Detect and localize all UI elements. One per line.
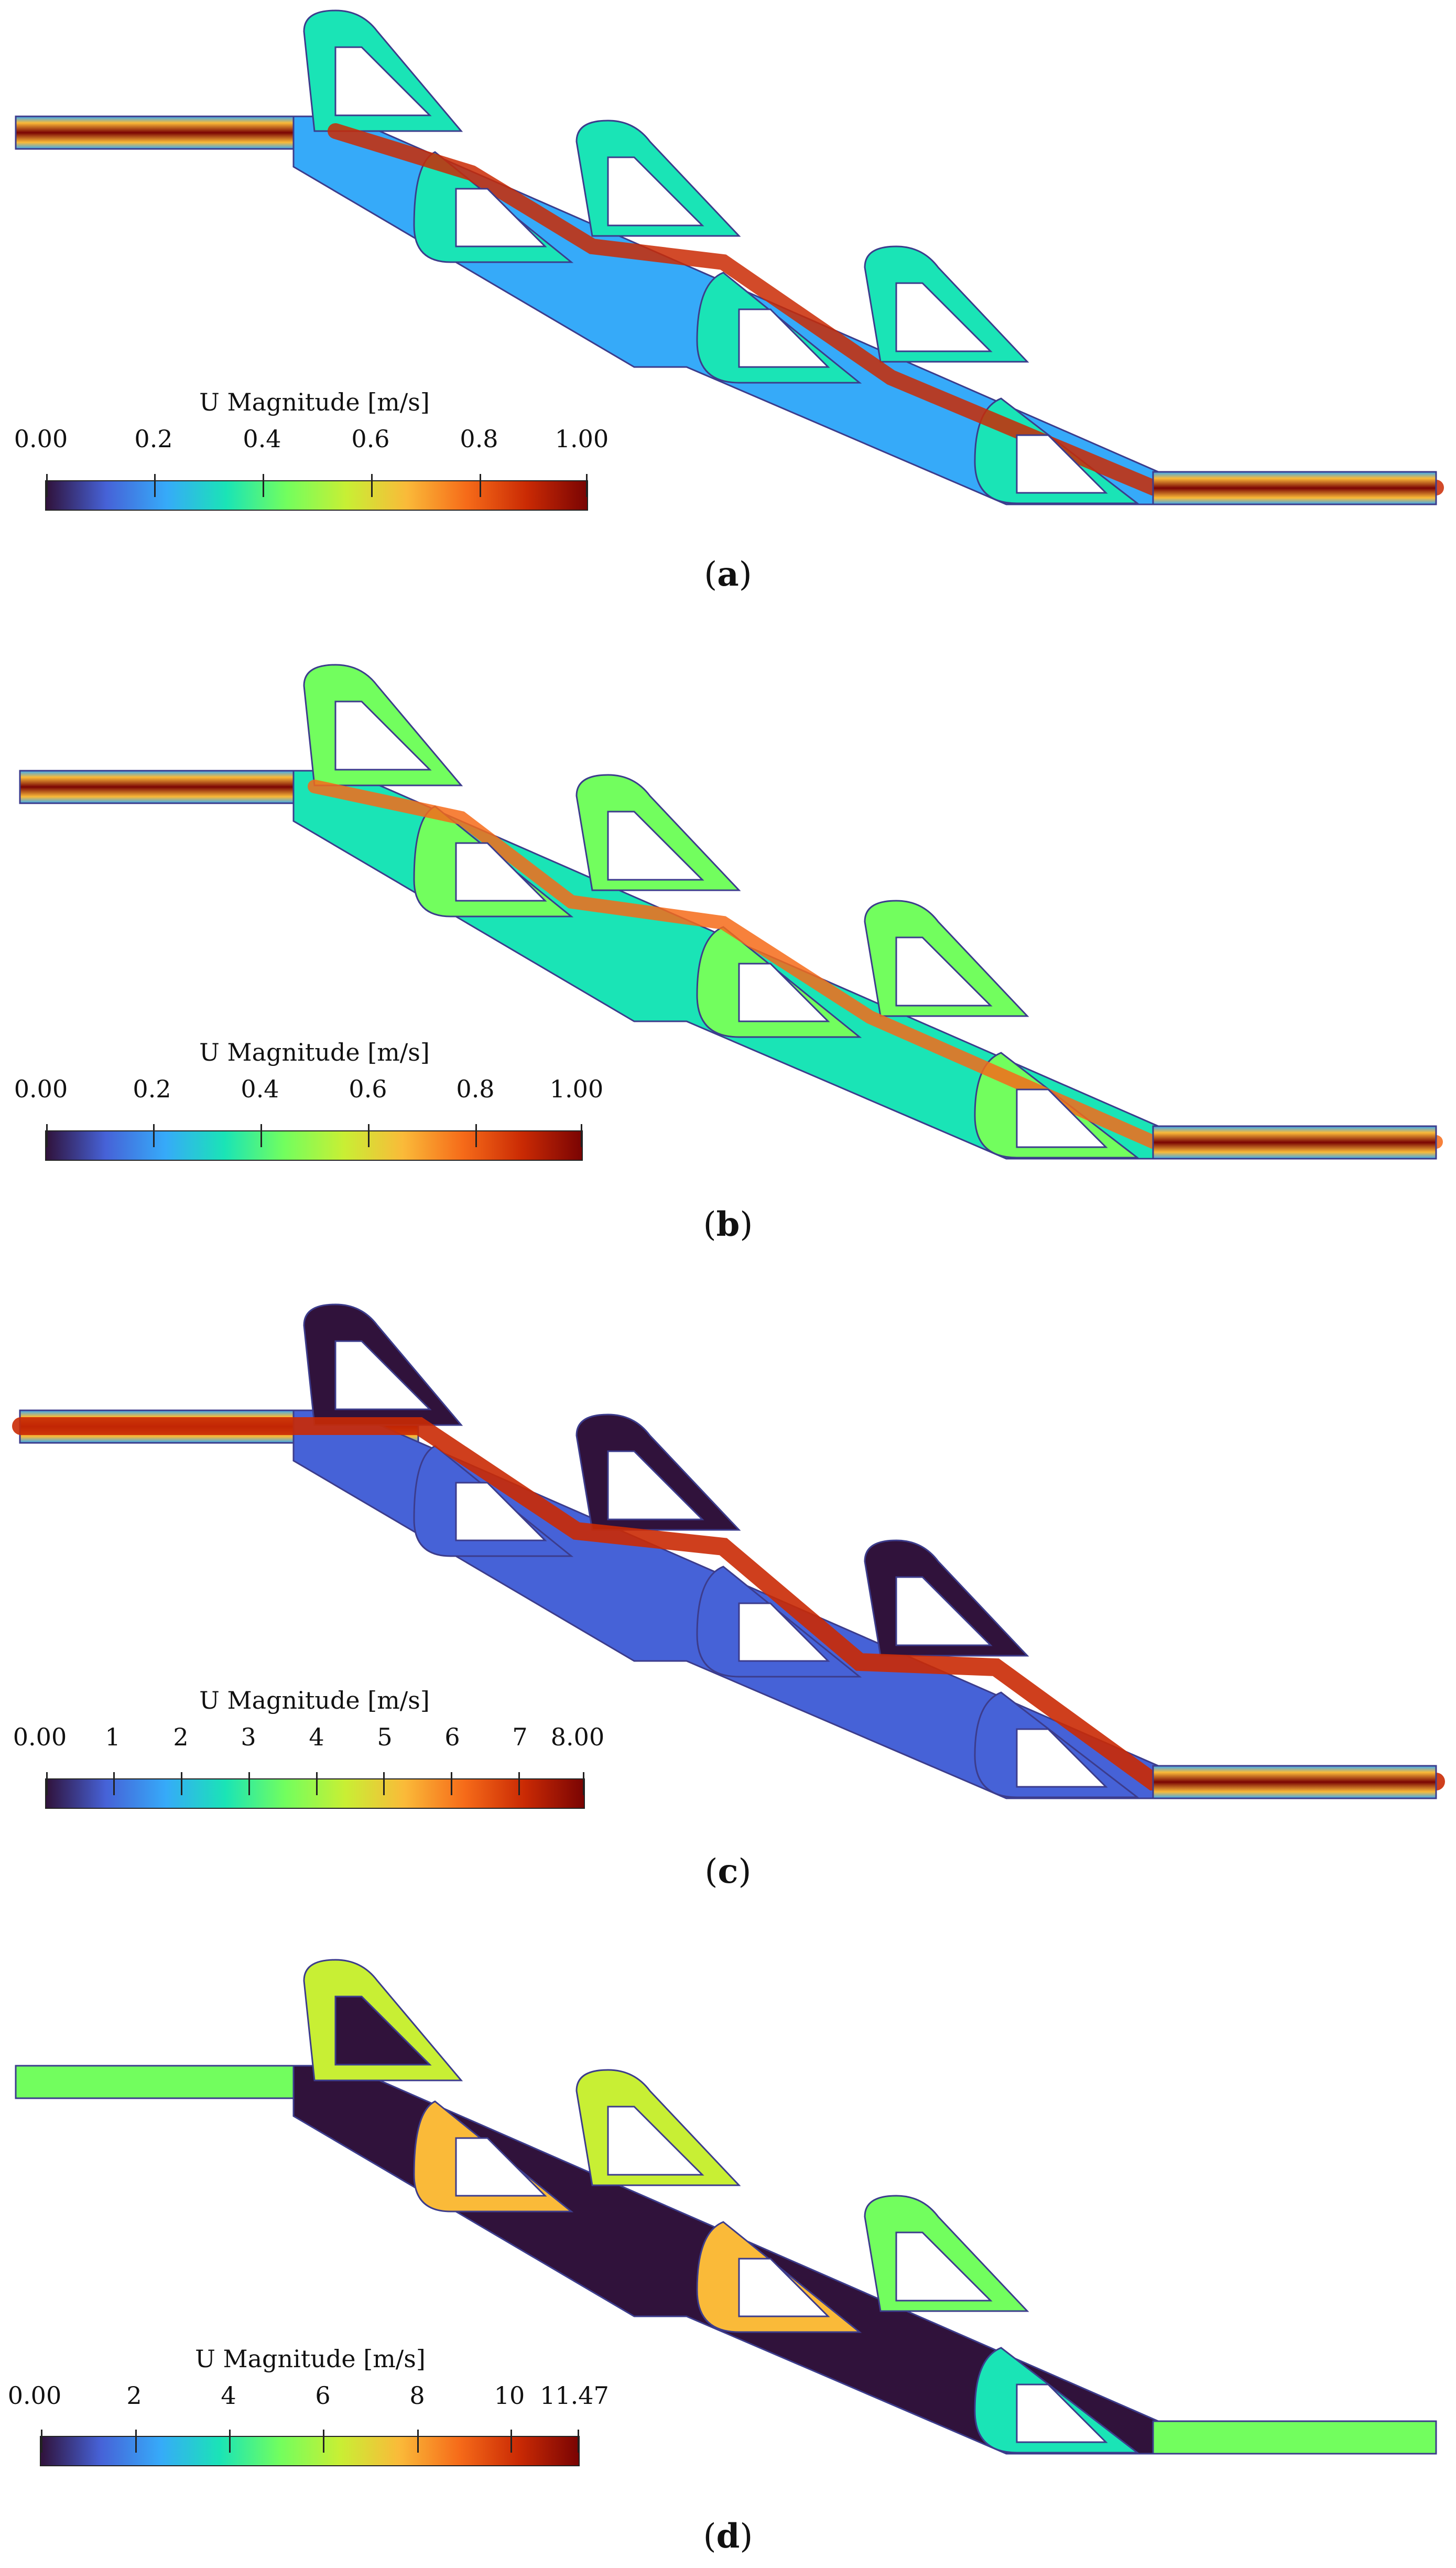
- colorbar-tick-label: 10: [494, 2381, 525, 2410]
- colorbar-tick-label: 0.2: [134, 425, 173, 453]
- channel-geometry: [12, 1303, 1445, 1799]
- channel-geometry: [15, 1959, 1437, 2455]
- panel-caption: (d): [703, 2517, 753, 2556]
- colorbar-tick-label: 2: [126, 2381, 142, 2410]
- panel-caption: (a): [704, 555, 752, 594]
- colorbar-tick-label: 0.2: [133, 1075, 171, 1103]
- channel-geometry: [15, 9, 1444, 505]
- colorbar-tick-label: 6: [315, 2381, 331, 2410]
- colorbar-title: U Magnitude [m/s]: [199, 1038, 430, 1066]
- colorbar-tick-label: 0.00: [14, 425, 68, 453]
- colorbar: [45, 474, 588, 511]
- colorbar-tick-label: 0.4: [243, 425, 281, 453]
- colorbar-title: U Magnitude [m/s]: [199, 1686, 430, 1714]
- colorbar-tick-label: 1.00: [555, 425, 609, 453]
- colorbar-tick-label: 1.00: [549, 1075, 604, 1103]
- colorbar-title: U Magnitude [m/s]: [199, 388, 430, 416]
- colorbar-tick-label: 3: [241, 1723, 256, 1751]
- colorbar-tick-label: 0.00: [13, 1723, 67, 1751]
- channel-geometry: [19, 664, 1443, 1160]
- velocity-field-d: [15, 1959, 1437, 2455]
- figure-panel-b: U Magnitude [m/s] 0.00 0.2 0.4 0.6 0.8 1…: [0, 650, 1456, 1300]
- panel-caption: (b): [703, 1205, 753, 1244]
- velocity-field-b: [19, 664, 1443, 1160]
- colorbar-tick-label: 5: [377, 1723, 393, 1751]
- colorbar-tick-label: 0.8: [456, 1075, 495, 1103]
- colorbar-tick-label: 0.6: [351, 425, 390, 453]
- colorbar: [45, 1772, 585, 1809]
- colorbar-tick-label: 4: [221, 2381, 236, 2410]
- colorbar-tick-label: 6: [444, 1723, 460, 1751]
- colorbar-tick-label: 4: [309, 1723, 324, 1751]
- velocity-field-c: [12, 1303, 1445, 1799]
- colorbar-tick-label: 7: [512, 1723, 528, 1751]
- colorbar-tick-label: 0.6: [349, 1075, 387, 1103]
- colorbar: [40, 2430, 580, 2466]
- figure-panel-a: U Magnitude [m/s] 0.00 0.2 0.4 0.6 0.8 1…: [0, 0, 1456, 650]
- colorbar-tick-label: 0.8: [460, 425, 498, 453]
- figure-panel-d: U Magnitude [m/s] 0.00 2 4 6 8 10 11.47 …: [0, 1950, 1456, 2568]
- colorbar-tick-label: 0.00: [14, 1075, 68, 1103]
- colorbar-tick-label: 8.00: [550, 1723, 605, 1751]
- panel-caption: (c): [704, 1852, 752, 1891]
- colorbar: [45, 1124, 583, 1161]
- velocity-field-a: [15, 9, 1444, 505]
- colorbar-tick-label: 1: [105, 1723, 121, 1751]
- colorbar-tick-label: 0.4: [241, 1075, 279, 1103]
- colorbar-title: U Magnitude [m/s]: [195, 2345, 426, 2373]
- colorbar-tick-label: 0.00: [7, 2381, 62, 2410]
- colorbar-tick-label: 2: [173, 1723, 189, 1751]
- colorbar-tick-label: 11.47: [540, 2381, 609, 2410]
- figure-panel-c: U Magnitude [m/s] 0.00 1 2 3 4 5 6 7 8.0…: [0, 1300, 1456, 1950]
- colorbar-tick-label: 8: [409, 2381, 425, 2410]
